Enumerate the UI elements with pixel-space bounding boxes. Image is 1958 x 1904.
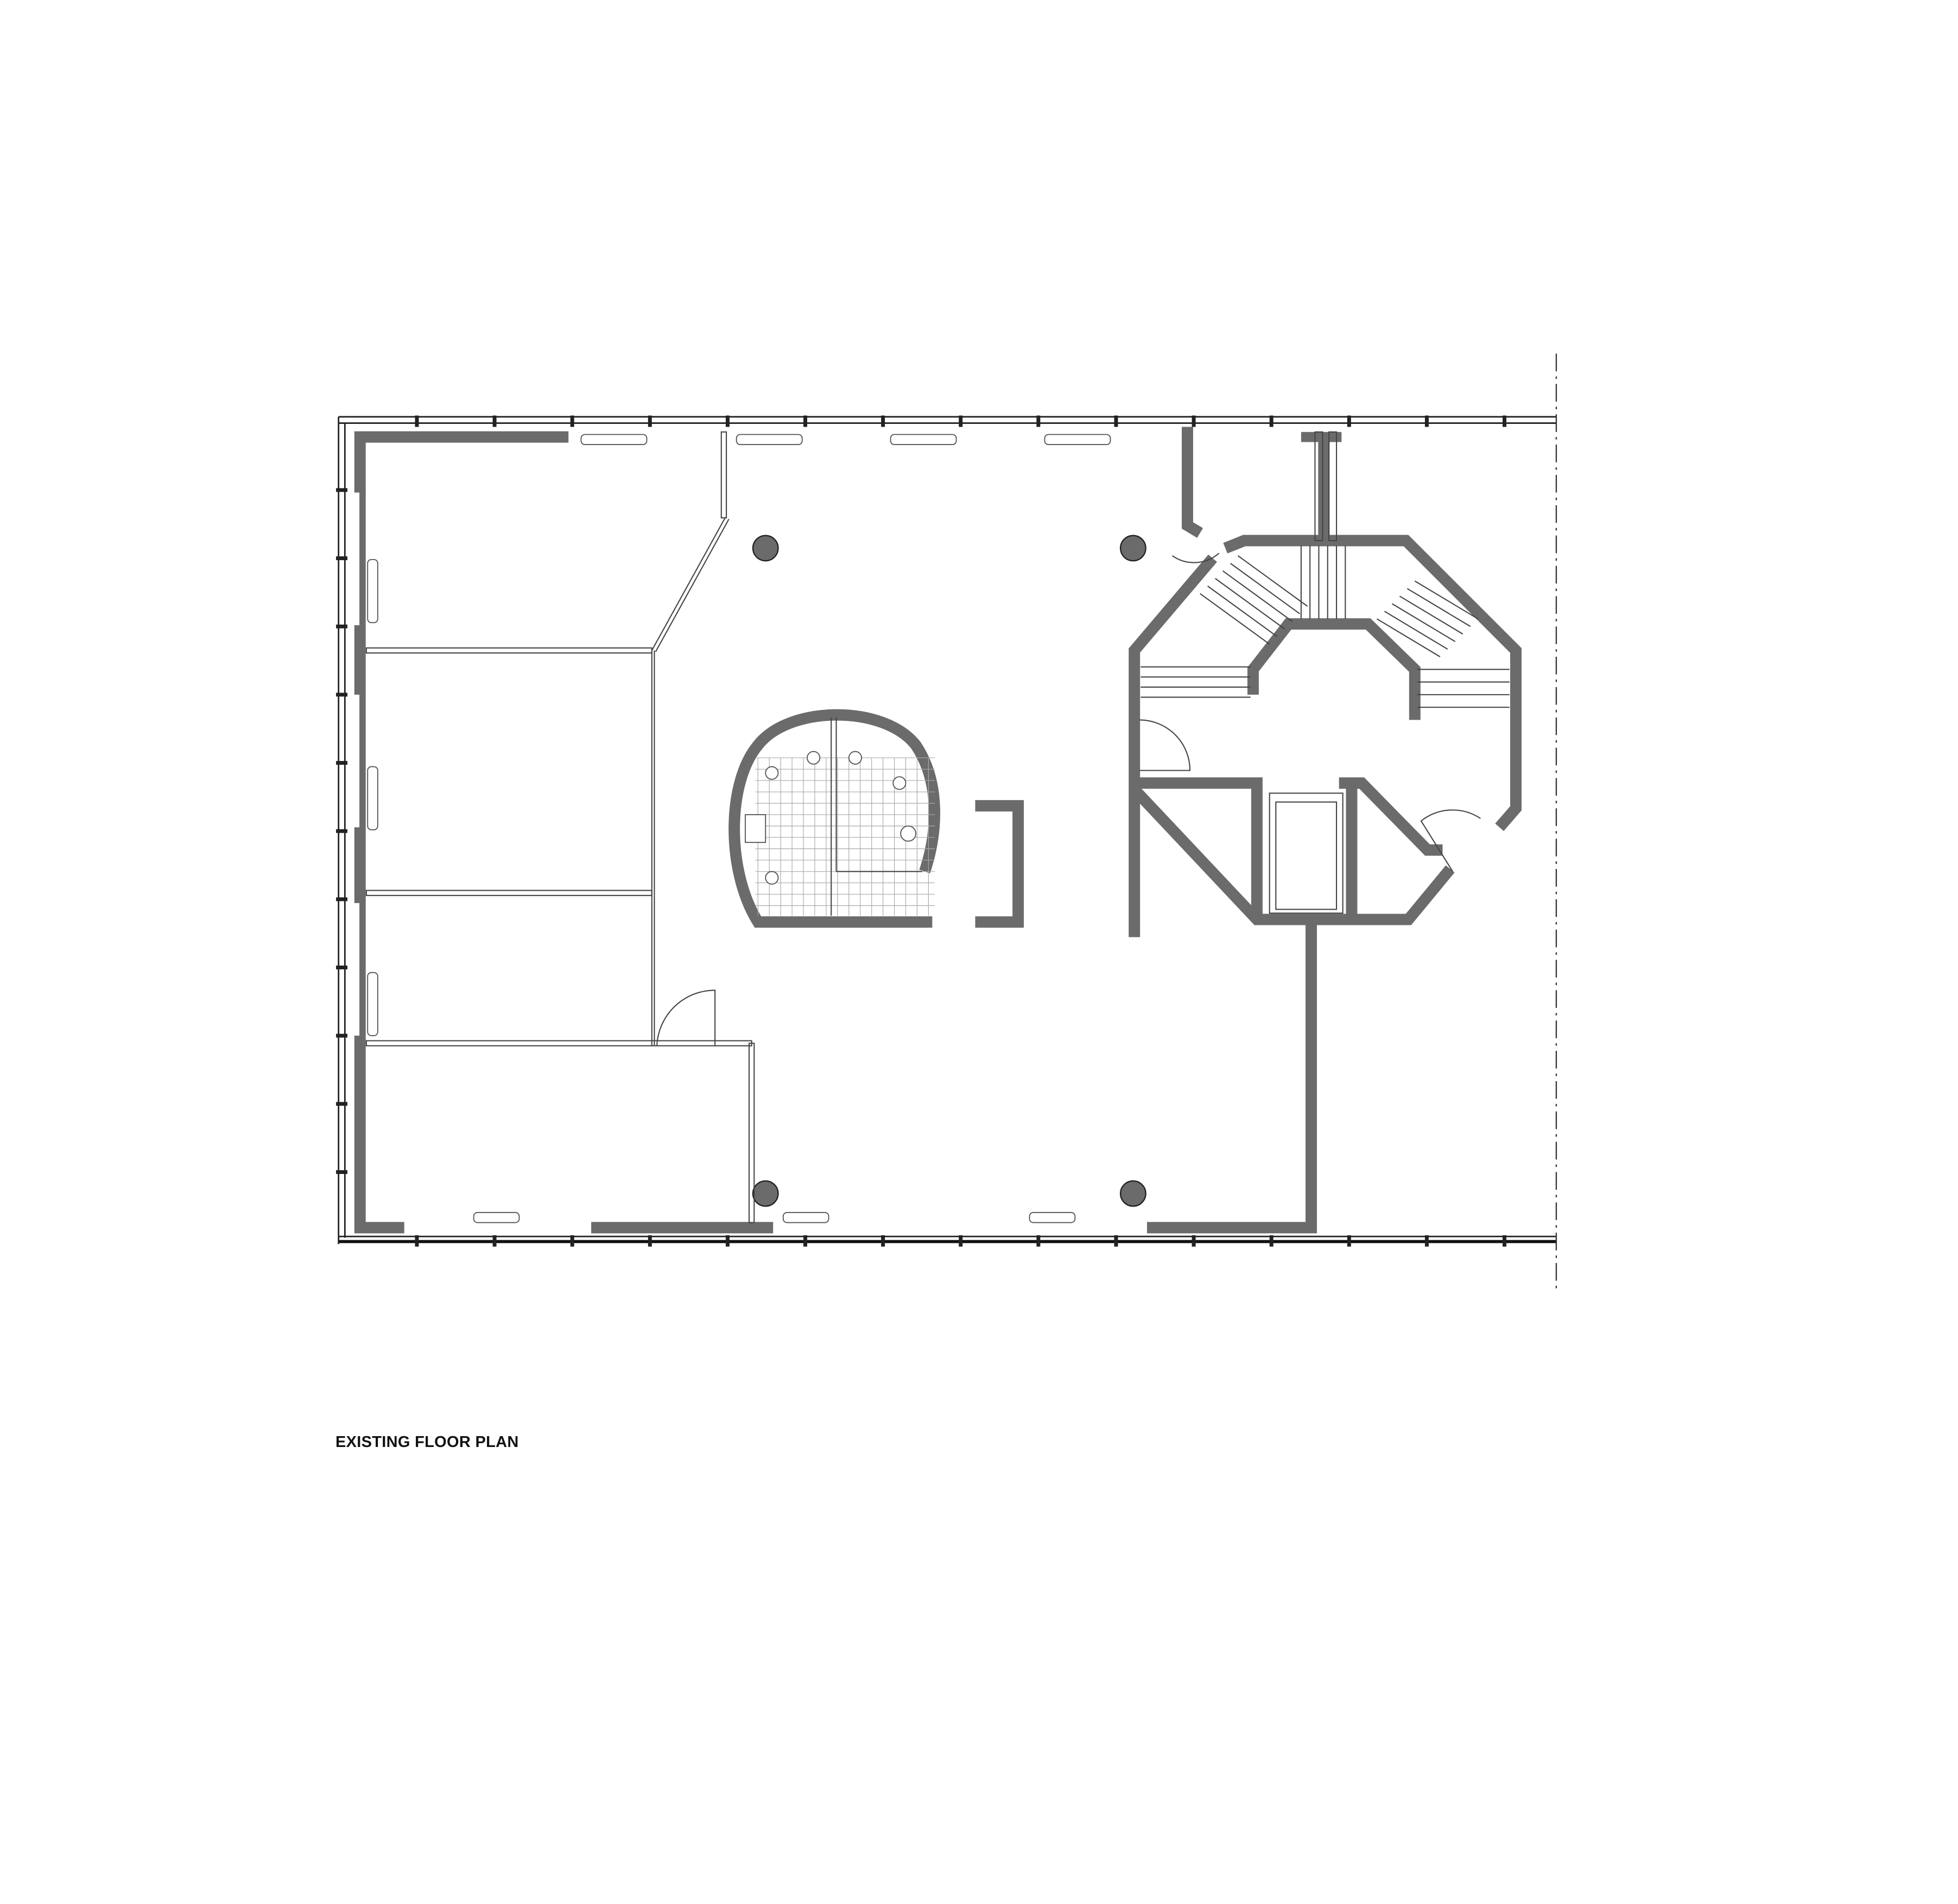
mullion (336, 624, 347, 629)
radiator (580, 434, 648, 446)
mullion (1036, 1235, 1041, 1247)
mullion (959, 415, 963, 427)
mullion (492, 415, 497, 427)
mullion (336, 966, 347, 969)
mullion (336, 761, 347, 765)
mullion (336, 897, 347, 902)
mullion (1503, 415, 1507, 427)
mullion (336, 1102, 347, 1106)
mullion (1347, 1235, 1351, 1247)
mullion (1347, 415, 1351, 427)
mullion (1114, 1235, 1118, 1247)
mullion (881, 1235, 885, 1247)
mullion (725, 1235, 730, 1247)
mullion (1424, 1235, 1429, 1247)
mullion (1503, 1235, 1507, 1247)
mullion (570, 1235, 574, 1247)
mullion (415, 1235, 419, 1247)
mullion (336, 556, 347, 561)
facade-mullions (336, 415, 1507, 1247)
mullion (415, 415, 419, 427)
radiator (890, 434, 957, 446)
mullion (570, 415, 574, 427)
toilet-pod-interior (745, 717, 935, 916)
exterior-envelope (338, 353, 1557, 1291)
radiators (367, 434, 1111, 1223)
mullion (336, 488, 347, 492)
partitions (365, 431, 1510, 1223)
drawing-title: EXISTING FLOOR PLAN (335, 1433, 519, 1451)
mullion (1114, 415, 1118, 427)
mullion (492, 1235, 497, 1247)
mullion (725, 415, 730, 427)
mullion (1192, 1235, 1196, 1247)
mullion (803, 415, 808, 427)
radiator (1029, 1212, 1076, 1223)
radiator (367, 972, 378, 1037)
radiator (736, 434, 803, 446)
mullion (336, 1033, 347, 1038)
radiator (367, 558, 378, 624)
mullion (648, 1235, 652, 1247)
mullion (959, 1235, 963, 1247)
radiator (367, 766, 378, 830)
columns (752, 535, 1146, 1207)
radiator (1044, 434, 1111, 446)
mullion (1036, 415, 1041, 427)
mullion (1192, 415, 1196, 427)
mullion (1424, 415, 1429, 427)
radiator (473, 1212, 520, 1223)
mullion (336, 693, 347, 697)
mullion (1269, 415, 1273, 427)
mullion (881, 415, 885, 427)
mullion (648, 415, 652, 427)
structural-walls (353, 427, 1522, 1234)
mullion (336, 829, 347, 833)
radiator (782, 1212, 829, 1223)
mullion (336, 1170, 347, 1174)
mullion (1269, 1235, 1273, 1247)
mullion (803, 1235, 808, 1247)
